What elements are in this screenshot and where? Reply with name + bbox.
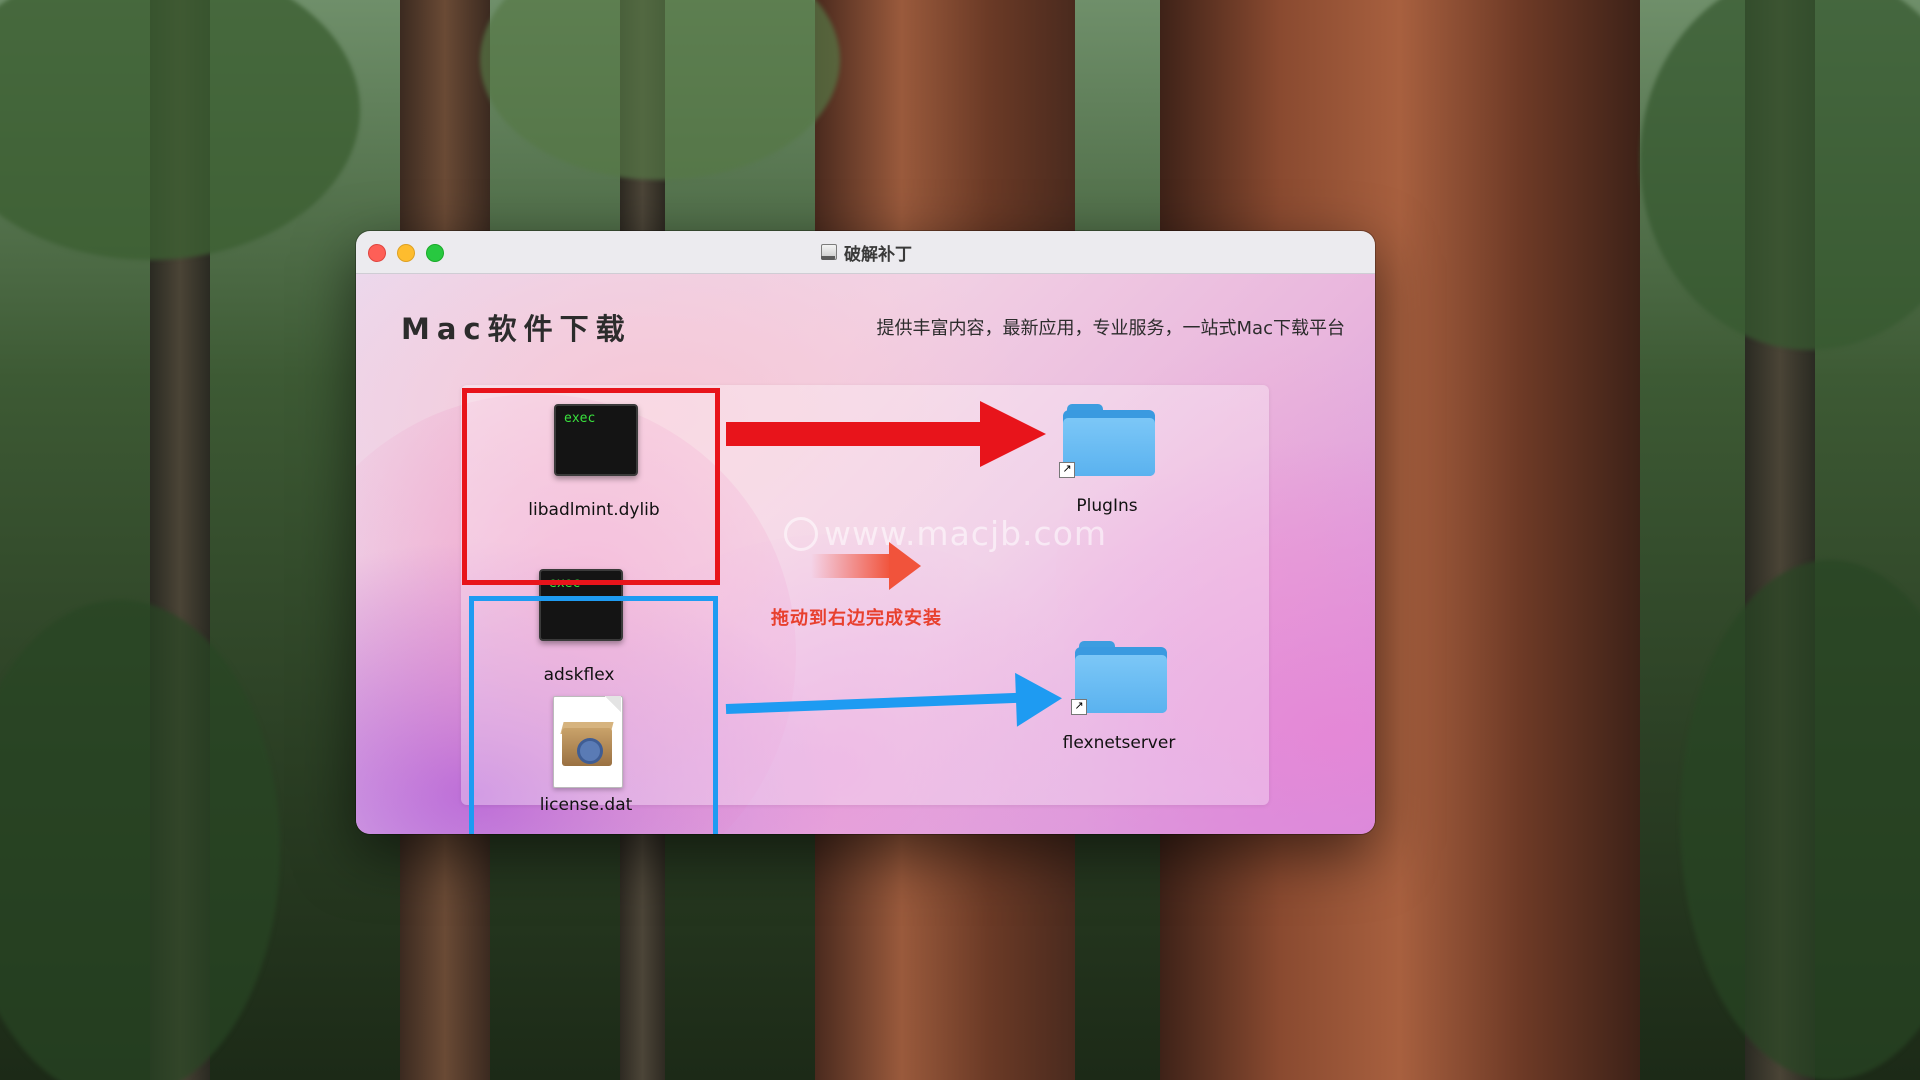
brand-title: Mac软件下载 [401,312,632,346]
tree-canopy [0,0,360,260]
alias-arrow-icon: ↗ [1071,699,1087,715]
drag-hint-arrow-head [889,542,921,590]
drag-hint-arrow [811,554,891,578]
red-arrow-shaft [726,422,991,446]
adskflex-label[interactable]: adskflex [543,665,615,685]
license-label[interactable]: license.dat [539,795,633,815]
finder-window: 破解补丁 Mac软件下载 提供丰富内容，最新应用，专业服务，一站式Mac下载平台… [356,231,1375,834]
tree-canopy [1680,560,1920,1080]
red-arrow-head [980,401,1046,467]
flexnetserver-folder-icon[interactable]: ↗ [1071,641,1167,715]
license-file-icon[interactable] [553,696,623,788]
flexnetserver-label[interactable]: flexnetserver [1062,733,1176,753]
alias-arrow-icon: ↗ [1059,462,1075,478]
window-title: 破解补丁 [844,244,912,265]
tagline: 提供丰富内容，最新应用，专业服务，一站式Mac下载平台 [876,318,1345,339]
exec-file-icon[interactable]: exec [554,404,638,476]
watermark-logo-icon [784,516,818,551]
blue-arrow-head [1015,671,1063,727]
disk-image-icon [819,243,837,261]
zoom-button[interactable] [426,244,444,262]
libadlmint-label[interactable]: libadlmint.dylib [528,500,660,520]
close-button[interactable] [368,244,386,262]
window-title-group: 破解补丁 [356,231,1375,273]
tree-canopy [480,0,840,180]
tree-canopy [1640,0,1920,350]
plugins-folder-icon[interactable]: ↗ [1059,404,1155,478]
title-bar[interactable]: 破解补丁 [356,231,1375,274]
background-wave [1056,314,1375,834]
window-content: Mac软件下载 提供丰富内容，最新应用，专业服务，一站式Mac下载平台 www.… [356,274,1375,834]
exec-icon-text: exec [564,411,596,426]
blue-highlight-box [469,596,718,834]
drag-hint-text: 拖动到右边完成安装 [771,608,942,629]
red-highlight-box [462,388,720,585]
tree-canopy [0,600,280,1080]
plugins-label[interactable]: PlugIns [1076,496,1138,516]
watermark-text: www.macjb.com [824,514,1108,553]
minimize-button[interactable] [397,244,415,262]
watermark: www.macjb.com [784,514,1107,553]
